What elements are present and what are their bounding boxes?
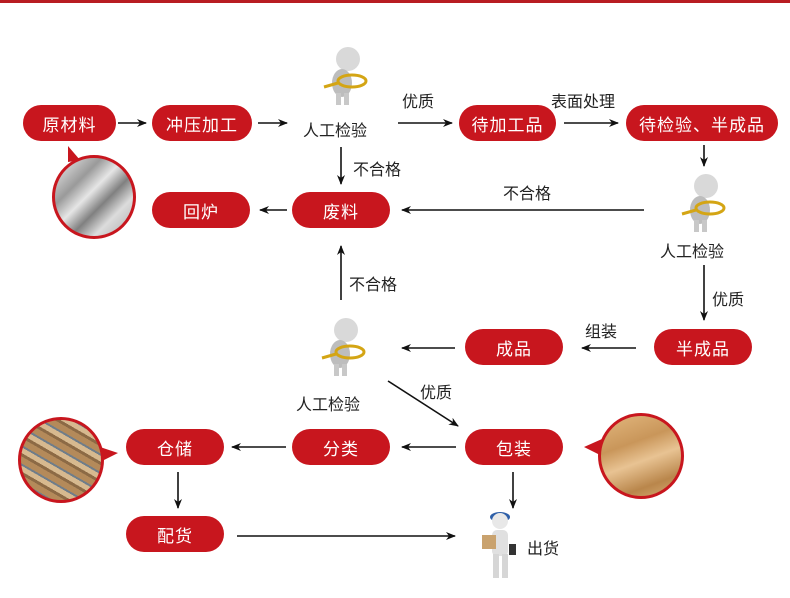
arrow-inspect3-to-packaging xyxy=(387,380,459,427)
node-stamping: 冲压加工 xyxy=(152,105,252,141)
node-raw-material: 原材料 xyxy=(23,105,116,141)
inspector-label-1: 人工检验 xyxy=(303,121,368,140)
node-storage: 仓储 xyxy=(126,429,224,465)
label-quality-2: 优质 xyxy=(712,290,745,309)
node-remelt: 回炉 xyxy=(152,192,250,228)
callout-pointer xyxy=(584,439,602,455)
label-surface-treatment: 表面处理 xyxy=(551,92,616,111)
node-scrap: 废料 xyxy=(292,192,390,228)
inspector-magnifier-icon xyxy=(318,45,370,111)
label-quality-3: 优质 xyxy=(420,383,453,402)
inspector-label-2: 人工检验 xyxy=(660,242,725,261)
label-fail-3: 不合格 xyxy=(349,275,398,294)
node-to-process: 待加工品 xyxy=(459,105,556,141)
top-accent-bar xyxy=(0,0,790,3)
steel-bars-photo xyxy=(52,155,136,239)
label-fail-2: 不合格 xyxy=(503,184,552,203)
warehouse-photo xyxy=(18,417,104,503)
inspector-magnifier-icon xyxy=(676,172,728,238)
node-finished: 成品 xyxy=(465,329,563,365)
node-to-inspect-semi: 待检验、半成品 xyxy=(626,105,778,141)
callout-pointer xyxy=(100,447,118,461)
delivery-man-icon xyxy=(478,508,528,586)
label-fail-1: 不合格 xyxy=(353,160,402,179)
inspector-magnifier-icon xyxy=(316,316,368,382)
cardboard-boxes-photo xyxy=(598,413,684,499)
node-packaging: 包装 xyxy=(465,429,563,465)
inspector-label-3: 人工检验 xyxy=(296,395,361,414)
node-distribution: 配货 xyxy=(126,516,224,552)
label-assembly: 组装 xyxy=(585,322,618,341)
node-semi-finished: 半成品 xyxy=(654,329,752,365)
label-quality-1: 优质 xyxy=(402,92,435,111)
label-shipping: 出货 xyxy=(527,539,560,558)
node-sorting: 分类 xyxy=(292,429,390,465)
